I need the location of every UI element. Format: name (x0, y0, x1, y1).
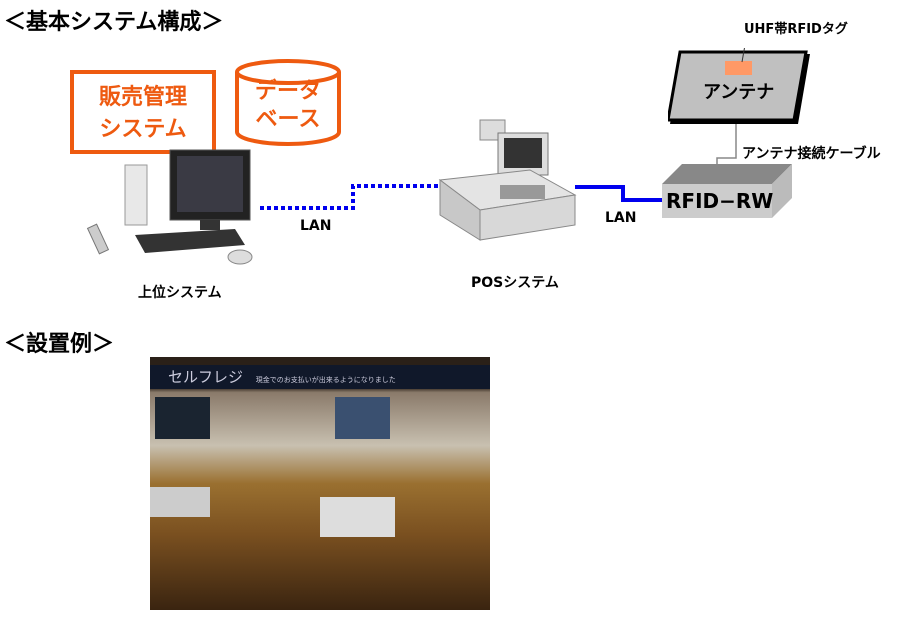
lan-cable-left (260, 184, 443, 210)
rfid-tag-icon (725, 61, 752, 75)
photo-sign-subtext: 現金でのお支払いが出来るようになりました (255, 376, 396, 384)
host-computer-icon (86, 149, 253, 265)
antenna-label: アンテナ (703, 82, 775, 103)
lan-label-right: LAN (605, 210, 637, 226)
sales-system-label-2: システム (99, 117, 187, 142)
rfid-reader-box (662, 164, 792, 218)
lan-label-left: LAN (300, 218, 332, 234)
section-title-basic: ＜基本システム構成＞ (4, 10, 224, 35)
database-label-1: データ (254, 79, 321, 104)
photo-sign-text: セルフレジ (168, 368, 244, 386)
pos-terminal-icon (438, 119, 577, 241)
rfid-tag-label: UHF帯RFIDタグ (744, 22, 848, 37)
antenna-cable (716, 120, 737, 184)
sales-system-box: 販売管理 システム (70, 70, 216, 154)
lan-cable-right (575, 185, 670, 202)
database-label: データ ベース (233, 78, 343, 134)
antenna-cable-label: アンテナ接続ケーブル (742, 146, 881, 162)
database-label-2: ベース (255, 107, 321, 132)
pos-system-label: POSシステム (471, 275, 559, 291)
host-system-label: 上位システム (138, 285, 222, 301)
antenna-panel (668, 48, 810, 124)
rfid-rw-label: RFID−RW (666, 189, 774, 213)
installation-photo: セルフレジ 現金でのお支払いが出来るようになりました (150, 357, 490, 610)
section-title-example: ＜設置例＞ (4, 332, 115, 357)
sales-system-label-1: 販売管理 (98, 85, 187, 110)
database-icon (235, 59, 341, 146)
